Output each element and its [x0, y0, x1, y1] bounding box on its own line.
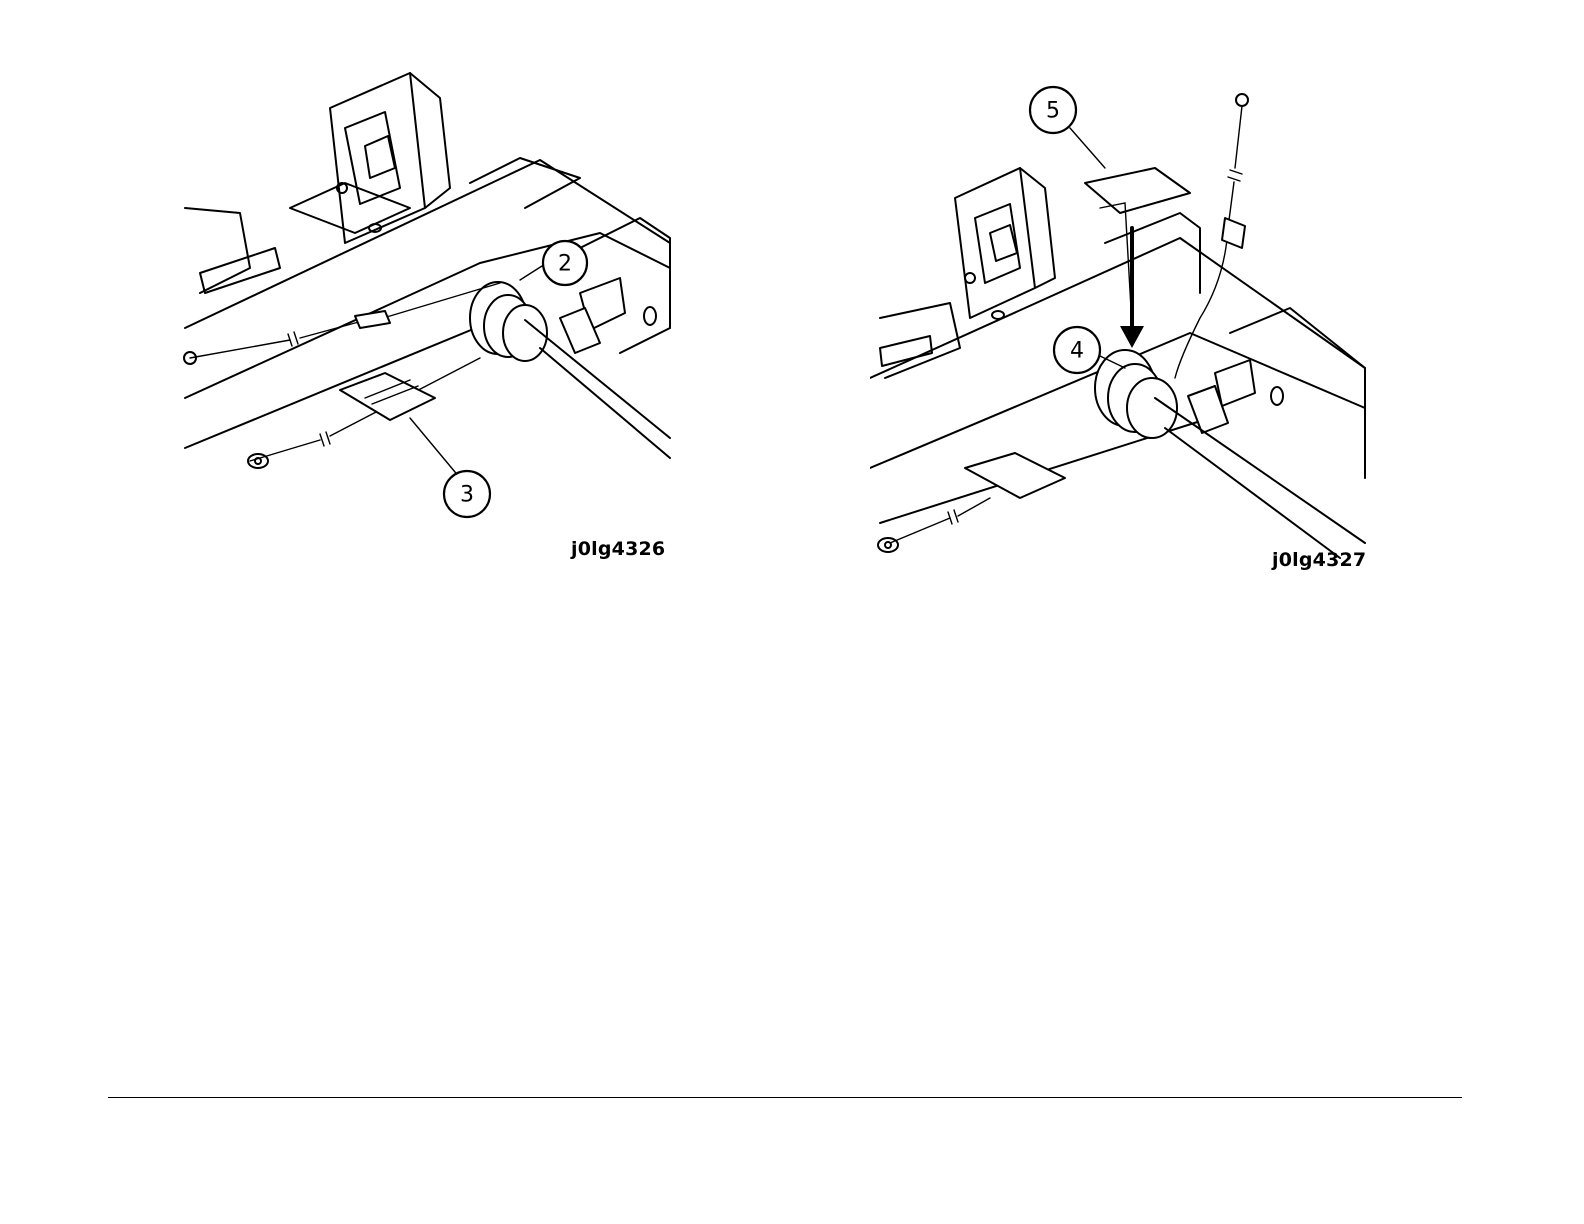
frame-lower-edge: [185, 318, 500, 448]
callout-3: 3: [444, 471, 490, 517]
footer-rule: [108, 1097, 1462, 1098]
figure-right-id: j0lg4327: [1272, 549, 1366, 571]
rear-bracket: [1105, 213, 1200, 293]
cable-top-a: [1235, 106, 1242, 168]
upper-housing: [330, 73, 425, 243]
arrow-head: [1120, 326, 1144, 348]
cable-clip: [1222, 218, 1245, 248]
callout-3-label: 3: [460, 483, 474, 508]
housing-side: [1020, 168, 1055, 288]
callout-5: 5: [1030, 87, 1076, 133]
leader-5: [1070, 128, 1105, 168]
ring-terminal: [878, 538, 898, 552]
figure-left-illustration: 2 3: [180, 68, 680, 588]
cable-lower-break: [948, 510, 958, 524]
cable-upper-connector: [355, 311, 390, 328]
shaft-bottom: [1165, 428, 1340, 558]
tape-strip: [340, 373, 435, 420]
callout-4-label: 4: [1070, 339, 1084, 364]
screw-head: [965, 273, 975, 283]
shaft-top: [1155, 398, 1365, 543]
cable-upper-break: [288, 332, 298, 346]
cable-lower-a: [250, 440, 320, 461]
ring-terminal-hole: [255, 458, 261, 464]
cable-lower-b: [958, 498, 990, 516]
cable-upper-a: [190, 340, 290, 358]
side-hole: [644, 307, 656, 325]
housing-window: [345, 112, 400, 204]
arrow-guide: [1100, 203, 1132, 326]
housing-side: [410, 73, 450, 208]
leader-2: [520, 266, 542, 280]
shaft-bottom: [540, 348, 670, 458]
tape-strip: [1085, 168, 1190, 213]
callout-2-label: 2: [558, 252, 572, 277]
housing-window: [975, 204, 1020, 283]
leader-3: [410, 418, 460, 478]
ring-terminal-hole: [885, 542, 891, 548]
callout-2: 2: [543, 241, 587, 285]
figure-left-id: j0lg4326: [571, 538, 665, 560]
cable-lower-a: [890, 518, 950, 543]
plate-hole: [992, 311, 1004, 319]
figure-right-drawing: 5 4: [870, 78, 1380, 588]
side-hole: [1271, 387, 1283, 405]
bearing-block: [1215, 360, 1255, 406]
callout-4: 4: [1054, 327, 1100, 373]
rear-bracket: [470, 158, 580, 208]
upper-housing: [955, 168, 1035, 318]
cable-lower-break: [320, 432, 330, 446]
motor-body: [880, 303, 960, 378]
housing-switch: [990, 225, 1017, 261]
figure-right-illustration: 5 4: [870, 78, 1380, 588]
cable-top-break: [1228, 170, 1242, 181]
cable-top-terminal: [1236, 94, 1248, 106]
callout-5-label: 5: [1046, 99, 1060, 124]
figure-left-drawing: 2 3: [180, 68, 680, 588]
